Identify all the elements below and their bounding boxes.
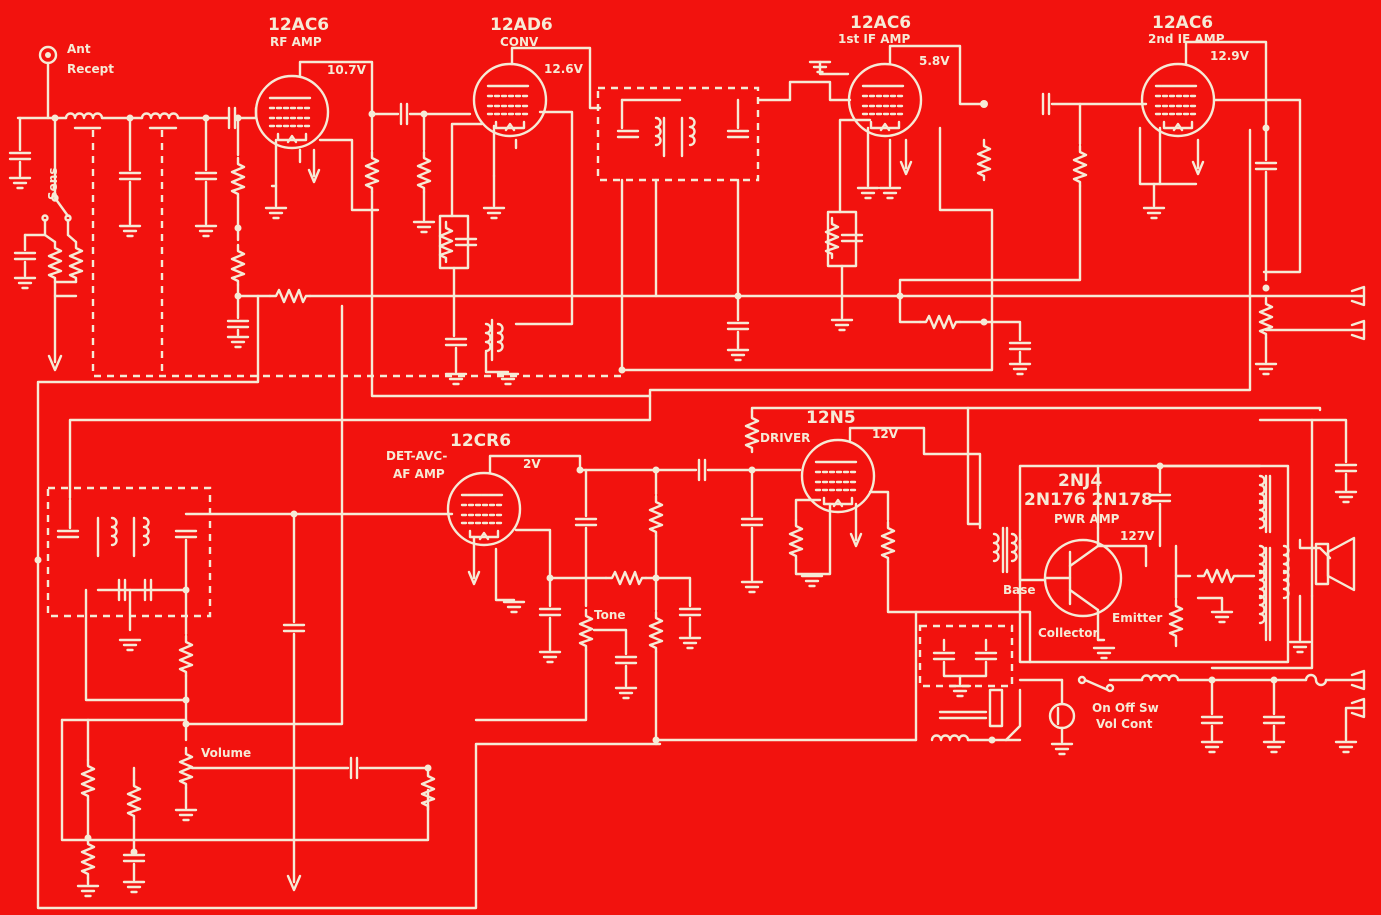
tube-label-det-role2: AF AMP bbox=[393, 467, 445, 481]
tube-label-driver-role: DRIVER bbox=[760, 431, 810, 445]
tube-converter bbox=[472, 62, 548, 138]
tube-label-2nd-if-type: 12AC6 bbox=[1152, 13, 1213, 33]
tube-label-2nd-if-voltage: 12.9V bbox=[1210, 49, 1250, 63]
sensitivity-label: Sens bbox=[46, 168, 60, 200]
tube-label-converter-role: CONV bbox=[500, 35, 539, 49]
tube-label-rf-amp-role: RF AMP bbox=[270, 35, 322, 49]
tube-rf-amp bbox=[254, 74, 330, 150]
tube-label-driver-voltage: 12V bbox=[872, 427, 899, 441]
transistor-label-types-2: 2N176 2N178 bbox=[1024, 490, 1153, 510]
tube-label-1st-if-role: 1st IF AMP bbox=[838, 32, 910, 46]
tube-label-rf-amp-type: 12AC6 bbox=[268, 15, 329, 35]
switch-label-2: Vol Cont bbox=[1096, 717, 1153, 731]
circuit-wiring bbox=[8, 40, 1366, 910]
tube-det-avc-af-amp bbox=[446, 471, 522, 547]
power-transistor bbox=[1043, 526, 1123, 642]
tube-label-rf-amp-voltage: 10.7V bbox=[327, 63, 367, 77]
tube-2nd-if-amp bbox=[1140, 62, 1216, 138]
antenna-label-1: Ant bbox=[67, 42, 91, 56]
tube-label-converter-voltage: 12.6V bbox=[544, 62, 584, 76]
tube-label-1st-if-voltage: 5.8V bbox=[919, 54, 950, 68]
tube-1st-if-amp bbox=[847, 62, 923, 138]
tube-label-det-role: DET-AVC- bbox=[386, 449, 447, 463]
tube-label-det-type: 12CR6 bbox=[450, 431, 511, 451]
transistor-label-emitter: Emitter bbox=[1112, 611, 1162, 625]
transistor-label-types-1: 2NJ4 bbox=[1058, 471, 1102, 491]
tube-label-1st-if-type: 12AC6 bbox=[850, 13, 911, 33]
transistor-label-voltage: 127V bbox=[1120, 529, 1155, 543]
tube-label-converter-type: 12AD6 bbox=[490, 15, 553, 35]
switch-label-1: On Off Sw bbox=[1092, 701, 1159, 715]
tube-label-driver-type: 12N5 bbox=[806, 408, 856, 428]
antenna-label-2: Recept bbox=[67, 62, 114, 76]
transistor-label-role: PWR AMP bbox=[1054, 512, 1120, 526]
transistor-label-collector: Collector bbox=[1038, 626, 1099, 640]
tube-label-det-voltage: 2V bbox=[523, 457, 541, 471]
tone-label: Tone bbox=[594, 608, 626, 622]
volume-label: Volume bbox=[201, 746, 251, 760]
